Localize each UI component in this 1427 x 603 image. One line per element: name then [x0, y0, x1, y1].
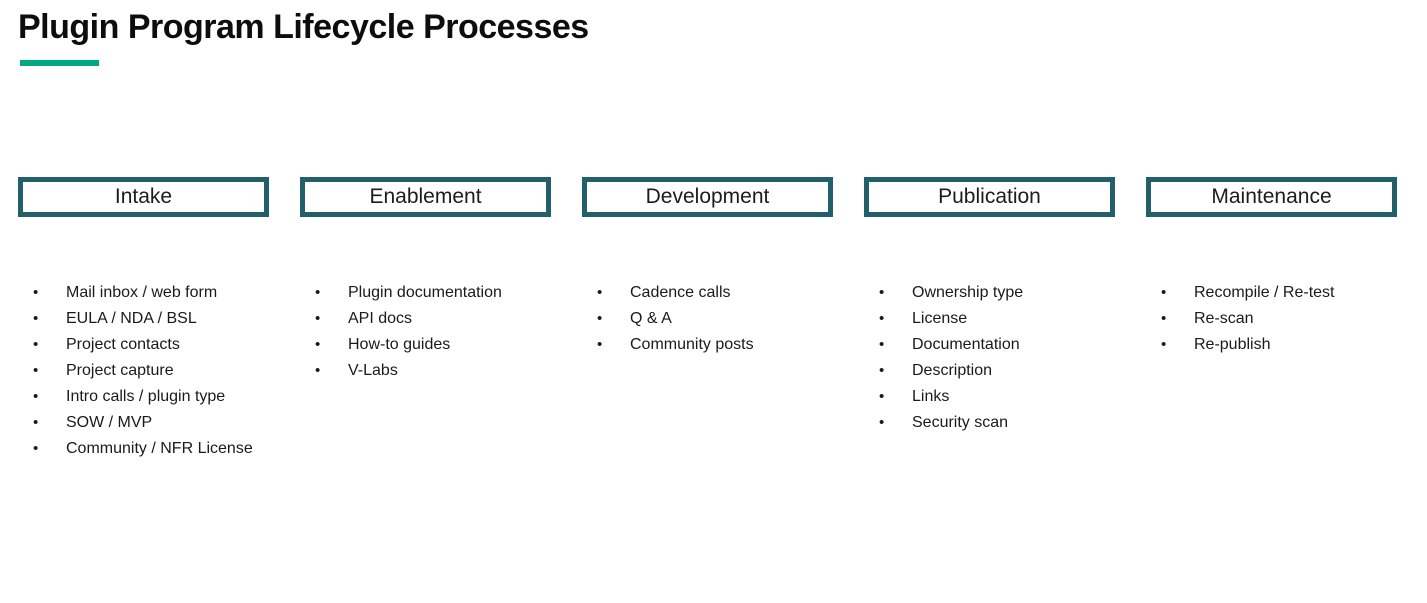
list-item-label: Q & A [630, 310, 672, 327]
stage-header-box: Publication [864, 177, 1115, 217]
list-item: • V-Labs [300, 358, 551, 384]
list-item: • Community posts [582, 332, 833, 358]
stage-item-list: • Cadence calls • Q & A • Community post… [582, 280, 833, 358]
bullet-icon: • [33, 388, 39, 405]
list-item-label: Community posts [630, 336, 754, 353]
bullet-icon: • [879, 284, 885, 301]
list-item-label: Intro calls / plugin type [66, 388, 226, 405]
list-item-label: Ownership type [912, 284, 1024, 301]
list-item-label: API docs [348, 310, 413, 327]
bullet-icon: • [315, 336, 321, 353]
bullet-icon: • [597, 310, 603, 327]
bullet-icon: • [33, 362, 39, 379]
list-item: • Project capture [18, 358, 269, 384]
list-item: • Links [864, 384, 1115, 410]
list-item: • Q & A [582, 306, 833, 332]
bullet-icon: • [33, 310, 39, 327]
list-item: • Project contacts [18, 332, 269, 358]
list-item-label: Cadence calls [630, 284, 731, 301]
list-item-label: Project capture [66, 362, 174, 379]
list-item-label: License [912, 310, 968, 327]
list-item-label: V-Labs [348, 362, 398, 379]
stage-header-box: Maintenance [1146, 177, 1397, 217]
list-item: • License [864, 306, 1115, 332]
stage-item-list: • Recompile / Re-test • Re-scan • Re-pub… [1146, 280, 1397, 358]
bullet-icon: • [33, 284, 39, 301]
list-item: • How-to guides [300, 332, 551, 358]
list-item-label: Security scan [912, 414, 1009, 431]
list-item: • Intro calls / plugin type [18, 384, 269, 410]
list-item-label: Community / NFR License [66, 440, 253, 457]
bullet-icon: • [879, 388, 885, 405]
stage-header-box: Intake [18, 177, 269, 217]
bullet-icon: • [879, 362, 885, 379]
list-item: • Re-scan [1146, 306, 1397, 332]
bullet-icon: • [33, 440, 39, 457]
list-item-label: EULA / NDA / BSL [66, 310, 197, 327]
lifecycle-column: Enablement • Plugin documentation • API … [300, 177, 551, 462]
list-item: • Ownership type [864, 280, 1115, 306]
list-item-label: Recompile / Re-test [1194, 284, 1335, 301]
list-item-label: SOW / MVP [66, 414, 153, 431]
list-item: • Cadence calls [582, 280, 833, 306]
list-item-label: Description [912, 362, 993, 379]
bullet-icon: • [33, 414, 39, 431]
stage-header-label: Development [645, 185, 770, 208]
bullet-icon: • [597, 284, 603, 301]
list-item-label: Project contacts [66, 336, 180, 353]
lifecycle-column: Maintenance • Recompile / Re-test • Re-s… [1146, 177, 1397, 462]
bullet-icon: • [315, 284, 321, 301]
bullet-icon: • [879, 310, 885, 327]
bullet-icon: • [315, 310, 321, 327]
stage-header-label: Enablement [369, 185, 482, 208]
bullet-icon: • [315, 362, 321, 379]
list-item: • Community / NFR License [18, 436, 269, 462]
title-underline [20, 60, 99, 66]
stage-item-list: • Mail inbox / web form • EULA / NDA / B… [18, 280, 269, 462]
list-item-label: Re-scan [1194, 310, 1254, 327]
lifecycle-column: Development • Cadence calls • Q & A • Co… [582, 177, 833, 462]
list-item: • Description [864, 358, 1115, 384]
bullet-icon: • [597, 336, 603, 353]
list-item: • EULA / NDA / BSL [18, 306, 269, 332]
bullet-icon: • [33, 336, 39, 353]
lifecycle-columns: Intake • Mail inbox / web form • EULA / … [18, 177, 1397, 462]
list-item: • Mail inbox / web form [18, 280, 269, 306]
lifecycle-column: Publication • Ownership type • License •… [864, 177, 1115, 462]
bullet-icon: • [1161, 310, 1167, 327]
page-title: Plugin Program Lifecycle Processes [18, 8, 589, 46]
list-item: • Re-publish [1146, 332, 1397, 358]
stage-header-label: Maintenance [1211, 185, 1332, 208]
list-item-label: Mail inbox / web form [66, 284, 218, 301]
bullet-icon: • [879, 336, 885, 353]
stage-header-box: Enablement [300, 177, 551, 217]
list-item-label: Plugin documentation [348, 284, 502, 301]
stage-header-label: Intake [114, 185, 173, 208]
bullet-icon: • [879, 414, 885, 431]
list-item: • Recompile / Re-test [1146, 280, 1397, 306]
lifecycle-column: Intake • Mail inbox / web form • EULA / … [18, 177, 269, 462]
list-item: • Documentation [864, 332, 1115, 358]
stage-header-box: Development [582, 177, 833, 217]
stage-item-list: • Plugin documentation • API docs • How-… [300, 280, 551, 384]
list-item: • Security scan [864, 410, 1115, 436]
list-item-label: Documentation [912, 336, 1020, 353]
bullet-icon: • [1161, 336, 1167, 353]
stage-header-label: Publication [938, 185, 1041, 208]
list-item-label: Links [912, 388, 950, 405]
list-item: • SOW / MVP [18, 410, 269, 436]
list-item: • API docs [300, 306, 551, 332]
list-item-label: Re-publish [1194, 336, 1271, 353]
bullet-icon: • [1161, 284, 1167, 301]
stage-item-list: • Ownership type • License • Documentati… [864, 280, 1115, 436]
list-item: • Plugin documentation [300, 280, 551, 306]
list-item-label: How-to guides [348, 336, 451, 353]
